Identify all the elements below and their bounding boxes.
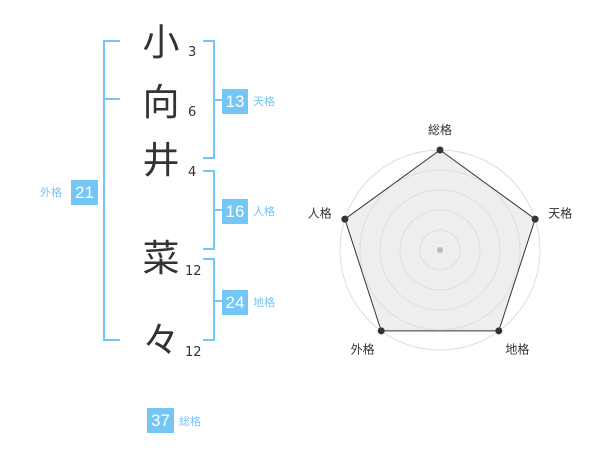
radar-axis-label-5: 人格	[308, 206, 332, 221]
gaikaku-badge: 21	[71, 180, 98, 205]
stroke-count-1: 3	[188, 45, 197, 60]
radar-axis-label-4: 外格	[351, 341, 375, 356]
radar-center-dot	[437, 247, 443, 253]
name-char-3: 井	[142, 139, 180, 182]
jinkaku-bracket	[203, 170, 222, 250]
chikaku-bracket	[203, 258, 222, 341]
jinkaku-label: 人格	[253, 205, 275, 218]
jinkaku-badge: 16	[222, 199, 248, 224]
radar-axis-label-3: 地格	[505, 341, 529, 356]
tenkaku-badge: 13	[222, 89, 248, 114]
radar-point-3	[495, 327, 503, 335]
radar-point-2	[531, 215, 539, 223]
stroke-count-2: 6	[188, 105, 197, 120]
gaikaku-bracket	[103, 40, 120, 341]
chikaku-label: 地格	[253, 296, 275, 309]
name-char-4: 菜	[142, 237, 180, 280]
chikaku-badge: 24	[222, 290, 248, 315]
stroke-count-3: 4	[188, 165, 197, 180]
radar-point-5	[341, 215, 349, 223]
stroke-count-4: 12	[185, 264, 202, 279]
radar-data-polygon	[344, 149, 536, 332]
radar-axis-label-2: 天格	[548, 206, 572, 221]
tenkaku-label: 天格	[253, 95, 275, 108]
tenkaku-bracket	[203, 40, 222, 159]
radar-ring	[379, 189, 501, 311]
radar-point-1	[436, 146, 444, 154]
radar-ring	[399, 209, 481, 291]
stroke-count-5: 12	[185, 345, 202, 360]
name-char-5: 々	[142, 319, 180, 362]
radar-axis-label-1: 総格	[428, 122, 452, 137]
soukaku-label: 総格	[179, 415, 201, 428]
name-char-1: 小	[142, 21, 180, 64]
radar-ring	[419, 229, 461, 271]
radar-ring	[359, 169, 521, 331]
gaikaku-label: 外格	[40, 186, 62, 199]
radar-point-4	[377, 327, 385, 335]
name-char-2: 向	[142, 81, 180, 124]
soukaku-badge: 37	[147, 408, 174, 433]
